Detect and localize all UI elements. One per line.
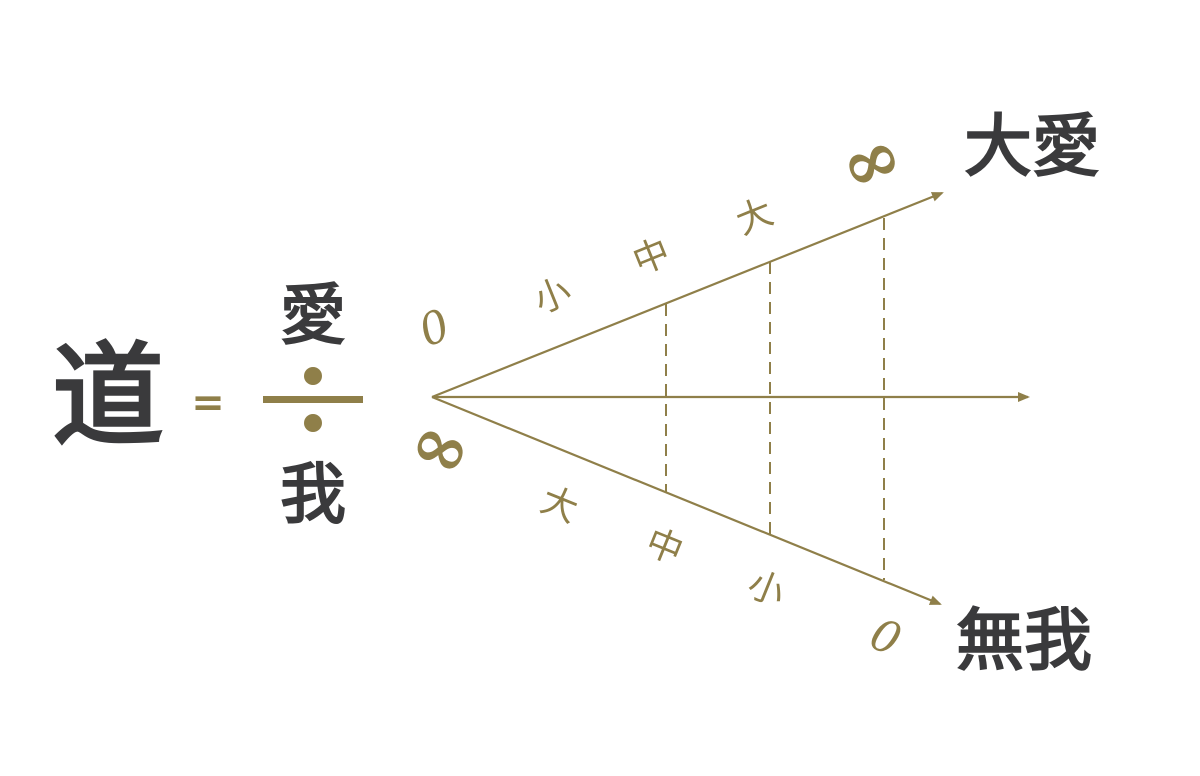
numerator-love: 愛 [280, 276, 346, 354]
division-dot-bottom [304, 414, 322, 432]
division-sign [263, 367, 363, 432]
upper-end-label-great-love: 大愛 [964, 107, 1100, 187]
lower-scale-medium: 中 [640, 522, 689, 574]
lower-scale-zero: 0 [863, 609, 908, 667]
upper-scale-infinity: ∞ [827, 110, 914, 211]
equals-sign: = [191, 380, 225, 426]
lower-scale-infinity: ∞ [398, 396, 485, 497]
upper-scale-small: 小 [528, 271, 577, 323]
upper-scale-medium: 中 [627, 232, 676, 284]
lower-scale-small: 小 [742, 564, 791, 616]
lower-scale-large: 大 [535, 480, 584, 532]
denominator-self: 我 [280, 455, 346, 533]
division-dot-top [304, 367, 322, 385]
formula-lhs-dao: 道 [52, 331, 164, 462]
formula: 道 = 愛 我 [52, 276, 363, 533]
lower-ray-arrow [431, 395, 942, 606]
division-bar [263, 396, 363, 403]
upper-scale-zero: 0 [412, 300, 457, 358]
rays [431, 191, 1030, 606]
lower-scale: ∞ 大 中 小 0 [398, 396, 908, 667]
upper-scale-large: 大 [730, 192, 779, 244]
lower-end-label-selflessness: 無我 [956, 601, 1092, 681]
upper-ray-arrow [431, 191, 944, 399]
dashed-guides [665, 218, 885, 580]
